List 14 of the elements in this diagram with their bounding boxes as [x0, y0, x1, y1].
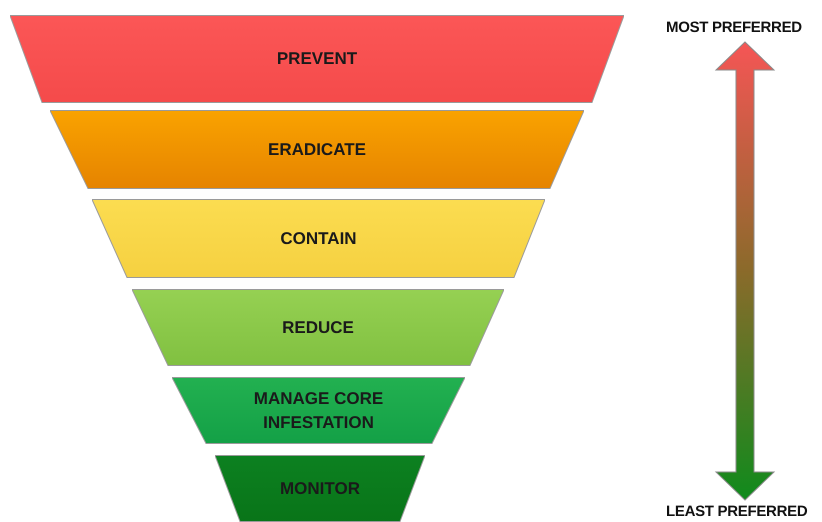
trapezoid-band [92, 199, 545, 278]
scale-label: MOST PREFERRED [666, 19, 802, 36]
trapezoid-band [50, 110, 584, 189]
band-label: PREVENT [276, 48, 358, 70]
trapezoid-band [172, 377, 465, 444]
scale-label: LEAST PREFERRED [666, 503, 808, 520]
band-label: ERADICATE [267, 138, 367, 160]
trapezoid-band [10, 15, 624, 103]
trapezoid-band [132, 289, 504, 366]
band-label: MANAGE CORE INFESTATION [252, 388, 384, 434]
band-label: MONITOR [279, 478, 361, 500]
trapezoid-band [215, 455, 425, 522]
band-label: REDUCE [281, 316, 355, 338]
band-label: CONTAIN [279, 228, 358, 250]
